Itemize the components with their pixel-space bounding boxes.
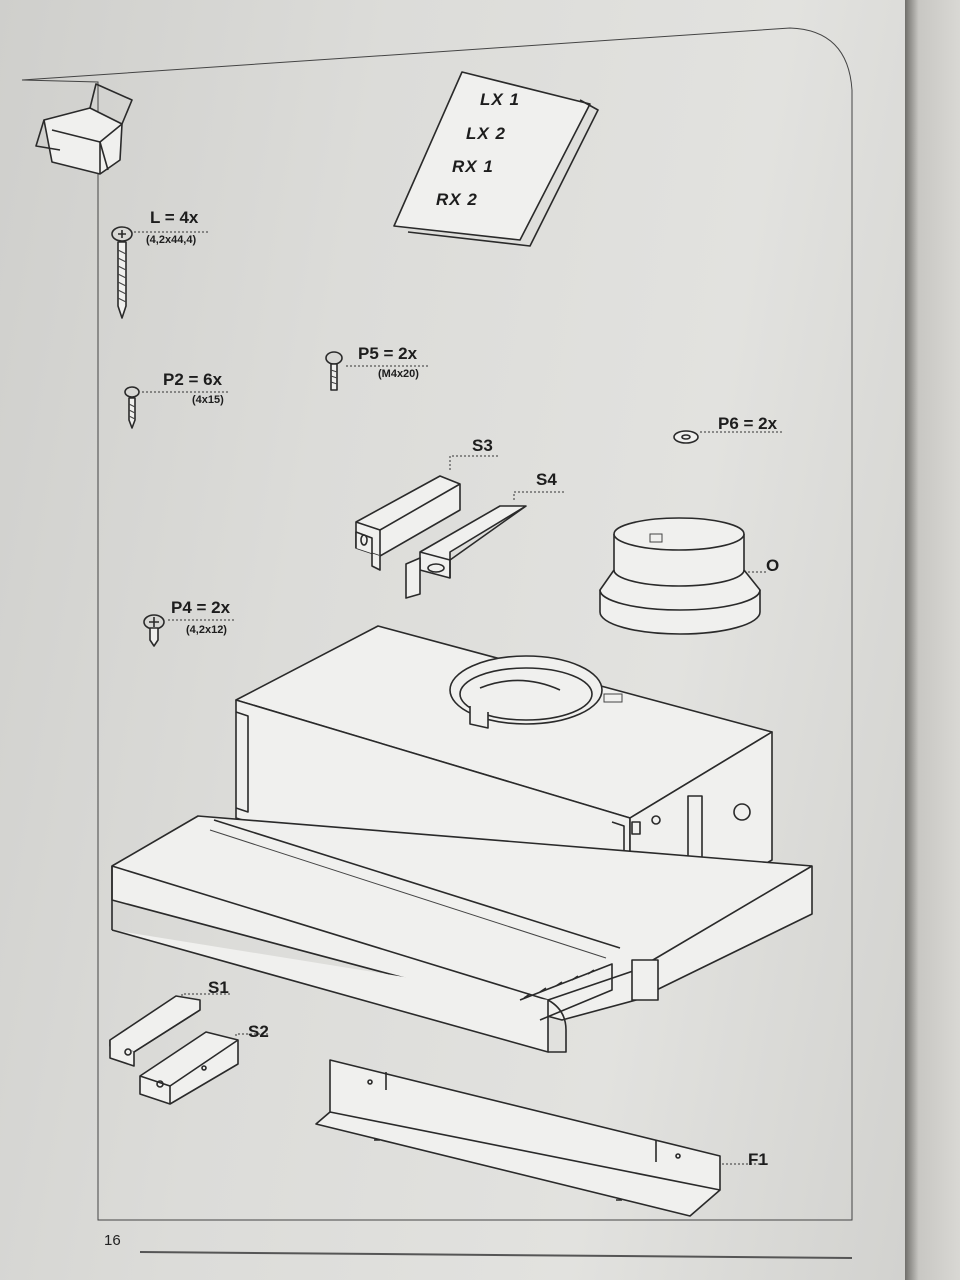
- bracket-s4: [405, 505, 527, 599]
- page-number: 16: [104, 1232, 121, 1249]
- screw-l-icon: [111, 226, 133, 319]
- plate-f1: [315, 1059, 721, 1217]
- label-p2: P2 = 6x: [163, 370, 223, 389]
- doc-label-rx1: RX 1: [452, 157, 494, 176]
- bracket-s2: [139, 1031, 239, 1105]
- label-f1: F1: [748, 1150, 768, 1169]
- label-p5-size: (M4x20): [378, 368, 419, 380]
- bracket-s3: [355, 475, 461, 571]
- doc-label-lx2: LX 2: [466, 124, 506, 143]
- screw-p5-icon: [325, 351, 343, 391]
- label-s3: S3: [472, 436, 493, 455]
- doc-label-lx1: LX 1: [480, 90, 520, 109]
- screw-p4-icon: [143, 614, 165, 647]
- label-p4: P4 = 2x: [171, 598, 231, 617]
- footer-rule: [139, 1251, 853, 1259]
- page-frame: [21, 27, 853, 1221]
- washer-p6-icon: [673, 430, 699, 444]
- documents-icon: [393, 71, 599, 247]
- bracket-s1: [109, 995, 201, 1067]
- label-p5: P5 = 2x: [358, 344, 418, 363]
- facing-page-edge: [905, 0, 960, 1280]
- duct-ring-o: [599, 517, 761, 635]
- label-p2-size: (4x15): [192, 394, 224, 406]
- doc-label-rx2: RX 2: [436, 190, 478, 209]
- label-p6: P6 = 2x: [718, 414, 778, 433]
- label-l: L = 4x: [150, 208, 199, 227]
- label-s2: S2: [248, 1022, 269, 1041]
- label-s1: S1: [208, 978, 229, 997]
- hood-front-drawer: [111, 815, 813, 1053]
- label-o: O: [766, 556, 780, 575]
- box-icon: [35, 83, 133, 175]
- screw-p2-icon: [124, 386, 140, 429]
- label-l-size: (4,2x44,4): [146, 234, 197, 246]
- label-s4: S4: [536, 470, 557, 489]
- label-p4-size: (4,2x12): [186, 624, 227, 636]
